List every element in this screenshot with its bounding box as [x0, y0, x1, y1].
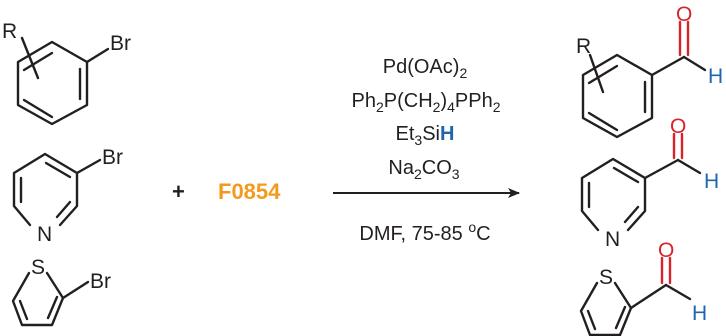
hydrogen-label: H — [708, 65, 723, 88]
product-pyridine-aldehyde: N O H — [580, 115, 719, 251]
pyridine-ring — [580, 157, 647, 232]
product-thiophene-aldehyde: S O H — [579, 239, 707, 336]
r-bond — [20, 36, 40, 80]
aromatic-double-bond — [22, 98, 54, 119]
hydrogen-label: H — [704, 170, 719, 193]
c-br-bond — [75, 158, 102, 175]
c-h-bond — [676, 158, 702, 175]
oxygen-label: O — [676, 3, 692, 26]
ring-to-carbonyl-bond — [629, 283, 668, 310]
ring-to-carbonyl-bond — [650, 55, 686, 77]
hydrogen-label: H — [692, 302, 707, 325]
thiophene-ring — [11, 271, 65, 327]
bromine-label: Br — [110, 32, 131, 55]
aromatic-double-bond — [18, 299, 29, 321]
aromatic-double-bond — [587, 64, 619, 85]
condition-ligand: Ph2P(CH2)4PPh2 — [351, 90, 500, 115]
bromine-label: Br — [102, 146, 123, 169]
condition-catalyst: Pd(OAc)2 — [383, 56, 468, 81]
nitrogen-label: N — [605, 228, 620, 251]
bromine-label: Br — [90, 270, 111, 293]
reactant-bromothiophene: S Br — [11, 256, 111, 327]
aromatic-double-bond — [46, 295, 59, 320]
aromatic-double-bond — [22, 51, 54, 72]
c-br-bond — [85, 47, 110, 64]
aromatic-double-bond — [586, 309, 597, 331]
substituent-r-label: R — [576, 35, 591, 58]
condition-silane: Et3SiH — [396, 123, 455, 148]
ring-to-carbonyl-bond — [643, 158, 680, 180]
condition-solvent-temperature: DMF, 75-85 oC — [359, 219, 490, 245]
aromatic-double-bond — [587, 111, 619, 132]
pyridine-ring — [12, 152, 79, 227]
aromatic-double-bond — [623, 205, 640, 224]
reactant-bromopyridine: N Br — [12, 146, 123, 246]
sulfur-label: S — [599, 266, 613, 289]
aromatic-double-bond — [44, 161, 72, 179]
nitrogen-label: N — [37, 223, 52, 246]
thiophene-ring — [579, 281, 633, 336]
product-aryl-aldehyde: R O H — [576, 3, 723, 139]
aromatic-double-bond — [614, 305, 627, 330]
aromatic-double-bond — [55, 200, 72, 219]
sulfur-label: S — [31, 256, 45, 279]
oxygen-label: O — [658, 239, 674, 262]
substituent-r-label: R — [2, 20, 17, 43]
c-br-bond — [61, 280, 90, 300]
oxygen-label: O — [670, 115, 686, 138]
c-h-bond — [664, 283, 692, 301]
plus-sign: + — [172, 179, 185, 204]
reagent-code: F0854 — [218, 179, 281, 204]
r-bond — [588, 53, 605, 94]
condition-base: Na2CO3 — [388, 157, 459, 182]
c-h-bond — [682, 55, 707, 72]
aromatic-double-bond — [612, 166, 640, 184]
reactant-aryl-bromide: R Br — [2, 20, 131, 126]
